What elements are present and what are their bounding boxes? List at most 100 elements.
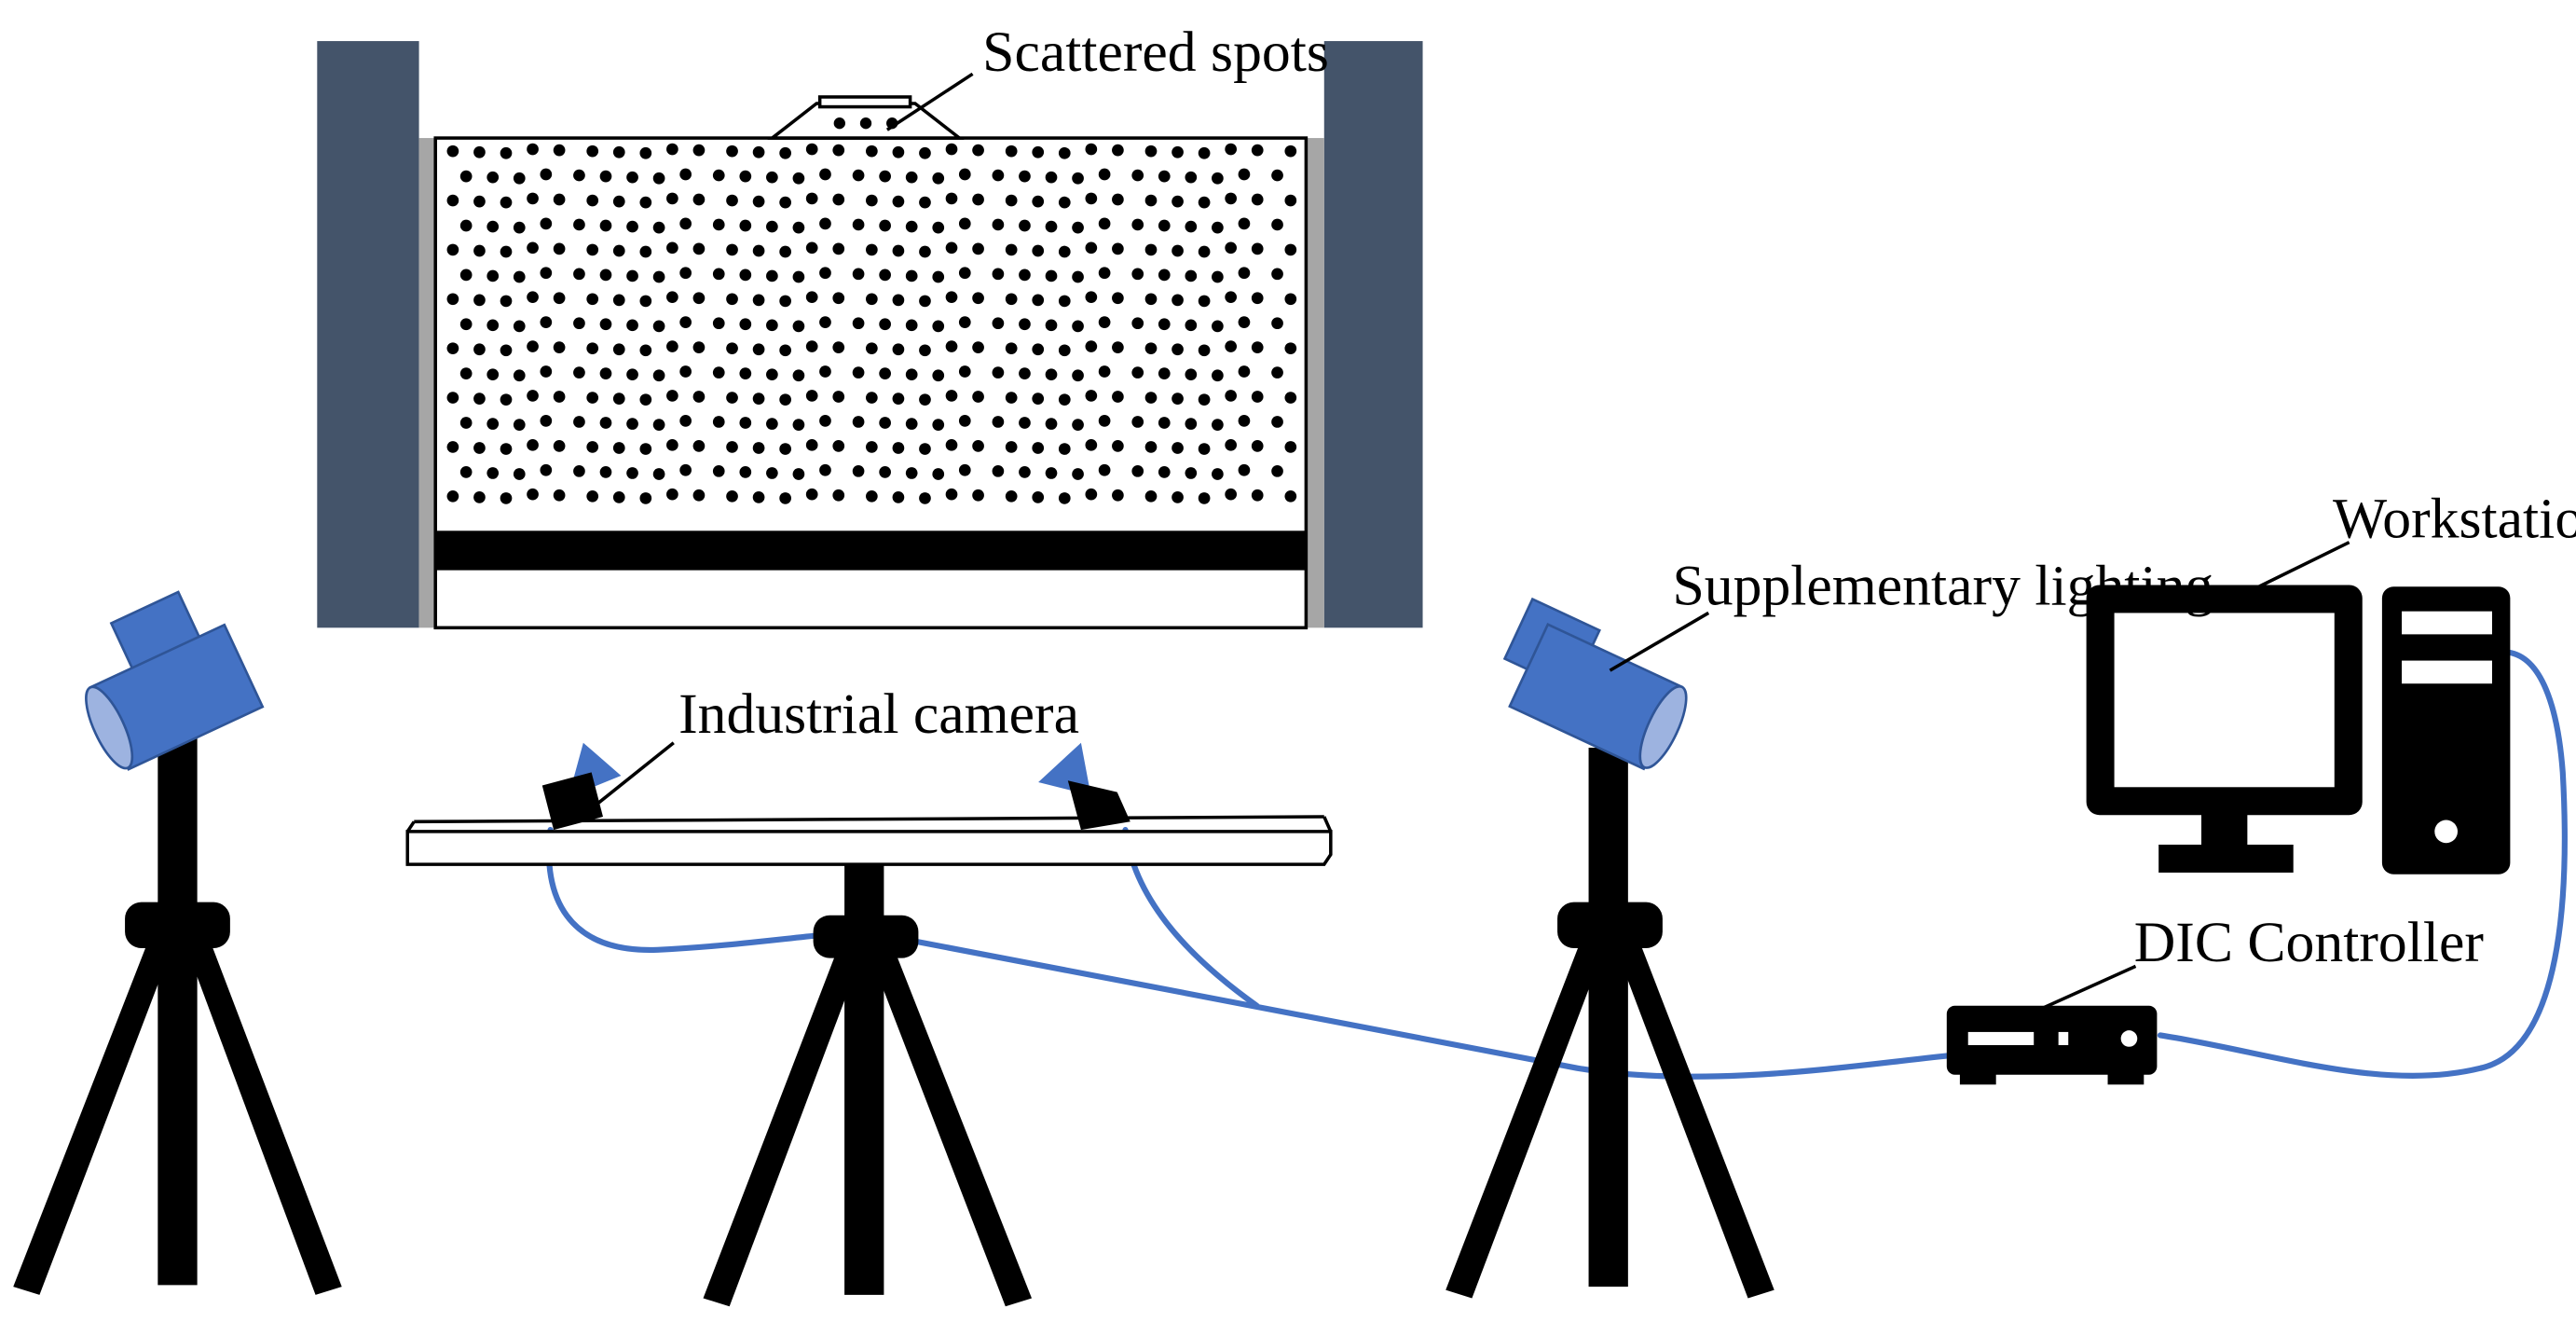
camera-rail-icon bbox=[405, 815, 1333, 866]
speckle-dot bbox=[739, 417, 752, 429]
speckle-dot bbox=[1005, 243, 1018, 256]
tripod-icon bbox=[1446, 747, 1774, 1299]
speckle-dot bbox=[1238, 463, 1251, 476]
speckle-dot bbox=[1172, 491, 1184, 503]
speckle-dot bbox=[972, 489, 984, 502]
speckle-dot bbox=[527, 438, 539, 451]
industrial-camera-icon bbox=[1038, 742, 1130, 831]
speckle-dot bbox=[752, 442, 765, 454]
speckle-dot bbox=[919, 443, 931, 455]
speckle-dot bbox=[639, 196, 652, 209]
speckle-specimen-icon bbox=[433, 95, 1309, 630]
speckle-dot bbox=[679, 415, 692, 427]
speckle-dot bbox=[473, 145, 486, 158]
speckle-dot bbox=[712, 317, 725, 330]
speckle-dot bbox=[905, 171, 918, 184]
speckle-dot bbox=[500, 295, 513, 308]
speckle-dot bbox=[1271, 268, 1283, 281]
speckle-dot bbox=[1198, 245, 1211, 258]
speckle-dot bbox=[932, 320, 945, 333]
loading-frame-icon bbox=[317, 41, 1423, 628]
speckle-dot bbox=[1058, 196, 1071, 209]
speckle-dot bbox=[852, 416, 865, 428]
speckle-dot bbox=[958, 267, 971, 280]
speckle-dot bbox=[752, 491, 765, 503]
speckle-dot bbox=[446, 342, 459, 355]
speckle-dot bbox=[919, 295, 931, 308]
speckle-dot bbox=[1158, 417, 1171, 429]
speckle-dot bbox=[486, 418, 500, 430]
speckle-dot bbox=[905, 269, 918, 282]
speckle-dot bbox=[599, 367, 612, 379]
industrial-camera-icon bbox=[541, 742, 622, 831]
speckle-dot bbox=[513, 369, 526, 382]
speckle-dot bbox=[679, 463, 692, 476]
speckle-dot bbox=[945, 438, 958, 451]
speckle-dot bbox=[792, 221, 805, 234]
speckle-dot bbox=[766, 368, 778, 381]
speckle-dot bbox=[573, 268, 585, 281]
speckle-dot bbox=[1085, 390, 1098, 402]
speckle-dot bbox=[1158, 170, 1171, 183]
speckle-dot bbox=[972, 391, 984, 403]
speckle-dot bbox=[639, 443, 652, 455]
speckle-dot bbox=[527, 291, 539, 304]
speckle-dot bbox=[1284, 392, 1297, 404]
speckle-dot bbox=[819, 316, 831, 328]
speckle-dot bbox=[500, 492, 513, 504]
speckle-dot bbox=[1112, 292, 1124, 305]
speckle-dot bbox=[1271, 416, 1283, 428]
speckle-dot bbox=[919, 245, 931, 258]
speckle-dot bbox=[1085, 291, 1098, 304]
speckle-dot bbox=[1251, 193, 1264, 206]
speckle-dot bbox=[1212, 369, 1224, 382]
speckle-dot bbox=[1098, 415, 1111, 427]
speckle-dot bbox=[805, 192, 818, 205]
speckle-dot bbox=[652, 172, 665, 185]
speckle-dot bbox=[819, 365, 831, 378]
speckle-dot bbox=[1212, 320, 1224, 333]
speckle-dot bbox=[540, 267, 553, 280]
speckle-dot bbox=[527, 143, 539, 156]
speckle-dot bbox=[1112, 440, 1124, 452]
dic-controller-icon bbox=[1946, 1005, 2158, 1085]
speckle-dot bbox=[1185, 220, 1198, 233]
speckle-dot bbox=[779, 146, 791, 159]
speckle-dot bbox=[792, 468, 805, 480]
speckle-dot bbox=[905, 220, 918, 233]
speckle-dot bbox=[866, 441, 878, 453]
speckle-dot bbox=[945, 488, 958, 501]
speckle-dot bbox=[1032, 442, 1045, 454]
speckle-dot bbox=[852, 169, 865, 182]
speckle-dot bbox=[1225, 143, 1238, 156]
speckle-dot bbox=[1098, 168, 1111, 181]
speckle-dot bbox=[1032, 393, 1045, 405]
speckle-dot bbox=[1225, 291, 1238, 304]
speckle-dot bbox=[573, 317, 585, 330]
speckle-dot bbox=[892, 491, 905, 503]
speckle-dot bbox=[945, 340, 958, 352]
speckle-dot bbox=[586, 342, 599, 355]
speckle-dot bbox=[540, 316, 553, 328]
speckle-dot bbox=[726, 243, 738, 256]
speckle-dot bbox=[500, 344, 513, 357]
speckle-dot bbox=[792, 172, 805, 185]
speckle-dot bbox=[919, 492, 931, 504]
speckle-dot bbox=[1185, 319, 1198, 332]
speckle-dot bbox=[1238, 415, 1251, 427]
speckle-dot bbox=[1098, 365, 1111, 378]
speckle-dot bbox=[1112, 391, 1124, 403]
speckle-dot bbox=[726, 145, 738, 158]
speckle-dot bbox=[1085, 192, 1098, 205]
speckle-dot bbox=[1144, 145, 1158, 158]
speckle-dot bbox=[573, 169, 585, 182]
speckle-dot bbox=[932, 270, 945, 283]
speckle-dot bbox=[1058, 295, 1071, 308]
speckle-dot bbox=[639, 492, 652, 504]
speckle-dot bbox=[459, 466, 473, 478]
speckle-dot bbox=[599, 318, 612, 331]
speckle-dot bbox=[1144, 392, 1158, 404]
speckle-dot bbox=[739, 367, 752, 379]
speckle-dot bbox=[1251, 292, 1264, 305]
speckle-dot bbox=[1172, 343, 1184, 356]
